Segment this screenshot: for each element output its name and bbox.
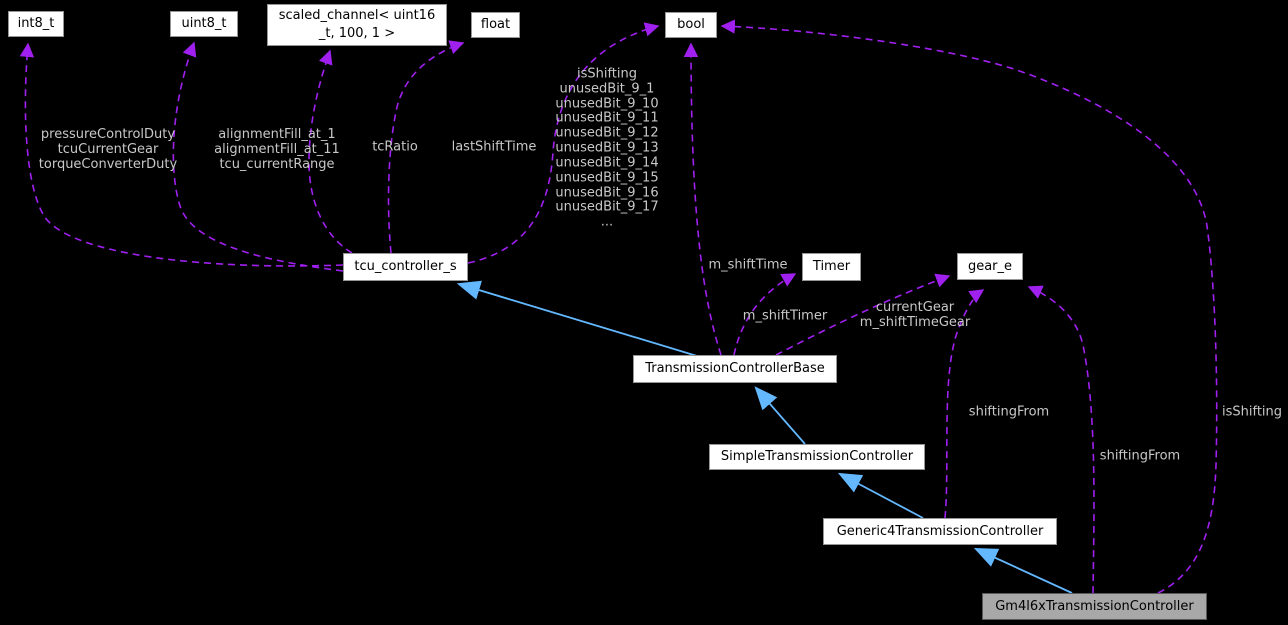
edge-tcu-controller-s-to-uint8-t <box>172 41 344 272</box>
edge-gm4l6x-inherits-generic4 <box>973 548 1073 594</box>
node-tcu-controller-s[interactable]: tcu_controller_s <box>343 253 468 281</box>
node-transmissioncontrollerbase[interactable]: TransmissionControllerBase <box>633 355 837 383</box>
edge-transmissioncontrollerbase-inherits-tcu-controller-s <box>456 280 698 357</box>
node-float[interactable]: float <box>471 12 520 38</box>
edge-label-lastshifttime: lastShiftTime <box>451 139 537 155</box>
edge-gm4l6x-to-gear-e <box>1027 285 1095 594</box>
edge-gm4l6x-to-bool <box>720 19 1218 594</box>
edge-tcu-controller-s-to-scaled-channel <box>308 49 353 254</box>
edge-simple-inherits-transmissioncontrollerbase <box>754 386 806 445</box>
node-int8-t[interactable]: int8_t <box>8 11 64 37</box>
edge-tcu-controller-s-to-int8-t <box>19 42 344 267</box>
edge-label-m-shifttimer: m_shiftTimer <box>742 308 828 324</box>
edge-label-isshifting-gm4l6x: isShifting <box>1221 404 1283 420</box>
node-scaled-channel[interactable]: scaled_channel< uint16 _t, 100, 1 > <box>267 4 447 46</box>
edge-tcu-controller-s-to-bool <box>467 22 660 264</box>
edge-label-bool-members: isShifting unusedBit_9_1 unusedBit_9_10 … <box>555 66 659 230</box>
edge-transmissioncontrollerbase-to-gear-e <box>775 273 951 356</box>
node-timer[interactable]: Timer <box>802 253 861 281</box>
edge-label-int8-t-members: pressureControlDuty tcuCurrentGear torqu… <box>38 126 178 172</box>
node-gm4l6xtransmissioncontroller: Gm4l6xTransmissionController <box>982 593 1207 620</box>
node-simpletransmissioncontroller[interactable]: SimpleTransmissionController <box>709 444 925 470</box>
node-gear-e[interactable]: gear_e <box>957 253 1023 280</box>
edge-transmissioncontrollerbase-to-timer <box>733 273 797 356</box>
edge-label-m-shifttime: m_shiftTime <box>708 257 788 273</box>
edge-generic4-inherits-simple <box>837 472 924 519</box>
edge-tcu-controller-s-to-float <box>387 40 465 254</box>
edge-label-tcratio: tcRatio <box>372 139 418 155</box>
edge-label-currentgear: currentGear m_shiftTimeGear <box>859 300 971 330</box>
node-uint8-t[interactable]: uint8_t <box>170 11 238 37</box>
edge-generic4-to-gear-e <box>944 289 985 519</box>
node-bool[interactable]: bool <box>665 12 717 38</box>
node-generic4transmissioncontroller[interactable]: Generic4TransmissionController <box>823 518 1057 545</box>
edge-label-shiftingfrom-generic4: shiftingFrom <box>968 404 1050 420</box>
edge-label-uint8-t-members: alignmentFill_at_1 alignmentFill_at_11 t… <box>214 126 340 172</box>
edge-transmissioncontrollerbase-to-bool <box>683 42 722 356</box>
edge-label-shiftingfrom-gm4l6x: shiftingFrom <box>1099 448 1181 464</box>
